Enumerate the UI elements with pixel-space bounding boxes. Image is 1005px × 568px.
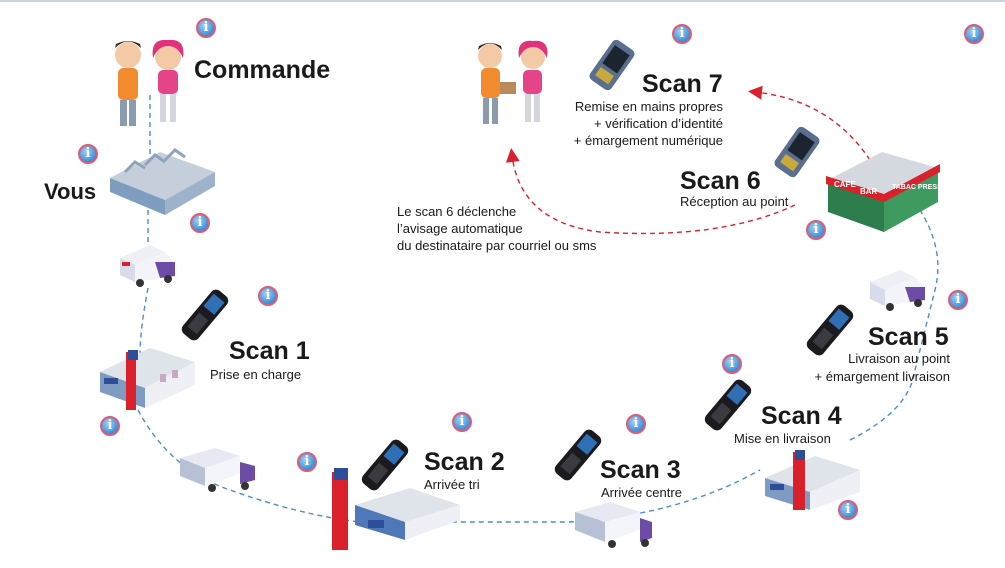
scanner-icon: [704, 379, 752, 431]
scan6-subtitle: Réception au point: [680, 194, 789, 209]
info-button-recipient[interactable]: i: [964, 24, 984, 44]
scan3-subtitle: Arrivée centre: [601, 485, 682, 500]
info-button-vous[interactable]: i: [78, 144, 98, 164]
shop-sign-cafe: CAFE: [834, 180, 856, 189]
scan2-subtitle: Arrivée tri: [424, 477, 480, 492]
info-button-delivery-center[interactable]: i: [838, 500, 858, 520]
info-button-scan7[interactable]: i: [672, 24, 692, 44]
scanner-icon: [361, 439, 409, 491]
info-button-depot[interactable]: i: [100, 416, 120, 436]
truck-to-center-illustration: [575, 502, 652, 548]
top-divider: [0, 0, 1005, 2]
scan7-line2: + vérification d’identité: [594, 116, 723, 131]
sorting-center-illustration: [332, 468, 460, 550]
pda-icon: [774, 126, 820, 178]
scan5-line1: Livraison au point: [848, 351, 950, 366]
shop-sign-bar: BAR: [860, 187, 878, 196]
arrow-scan6-to-recipient: [505, 148, 796, 235]
relay-point-shop-illustration: CAFE BAR TABAC PRESSE: [826, 152, 947, 232]
commande-label: Commande: [194, 56, 331, 84]
arrow-scan6-to-scan7: [748, 85, 871, 161]
info-button-scan5[interactable]: i: [948, 290, 968, 310]
scan5-line2: + émargement livraison: [814, 369, 950, 384]
notification-note-line1: Le scan 6 déclenche: [397, 204, 517, 219]
scanner-icon: [554, 429, 602, 481]
notification-note-line3: du destinataire par courriel ou sms: [397, 238, 597, 253]
shop-sign-tabac: TABAC PRESSE: [892, 184, 947, 191]
pickup-van-illustration: [120, 245, 175, 287]
info-button-scan4[interactable]: i: [722, 354, 742, 374]
scan6-title: Scan 6: [680, 167, 761, 195]
scan3-title: Scan 3: [600, 456, 681, 484]
scan7-title: Scan 7: [642, 70, 723, 98]
scan4-subtitle: Mise en livraison: [734, 431, 831, 446]
scan1-subtitle: Prise en charge: [210, 367, 302, 382]
scan7-line3: + émargement numérique: [573, 133, 723, 148]
scan5-title: Scan 5: [868, 323, 949, 351]
scanner-icon: [181, 289, 229, 341]
truck-to-sorting-illustration: [180, 448, 255, 492]
info-button-warehouse[interactable]: i: [190, 213, 210, 233]
delivery-van-illustration: [870, 270, 925, 311]
scan1-title: Scan 1: [229, 337, 310, 365]
info-button-scan3[interactable]: i: [626, 414, 646, 434]
scan4-title: Scan 4: [761, 402, 842, 430]
info-button-scan1[interactable]: i: [258, 286, 278, 306]
delivery-path: [137, 95, 939, 523]
info-button-scan6[interactable]: i: [806, 220, 826, 240]
sender-warehouse-illustration: [110, 148, 215, 215]
pickup-depot-illustration: [100, 348, 195, 410]
sender-people-illustration: [115, 39, 184, 126]
info-button-truck-left[interactable]: i: [297, 452, 317, 472]
notification-note-line2: l’avisage automatique: [397, 221, 523, 236]
vous-label: Vous: [44, 179, 97, 204]
info-button-scan2[interactable]: i: [452, 412, 472, 432]
scan7-line1: Remise en mains propres: [574, 99, 723, 114]
pda-icon: [589, 39, 635, 91]
delivery-center-illustration: [765, 450, 860, 510]
info-button-commande[interactable]: i: [196, 18, 216, 38]
recipient-people-illustration: [478, 40, 548, 124]
scanner-icon: [806, 304, 854, 356]
scan2-title: Scan 2: [424, 448, 505, 476]
